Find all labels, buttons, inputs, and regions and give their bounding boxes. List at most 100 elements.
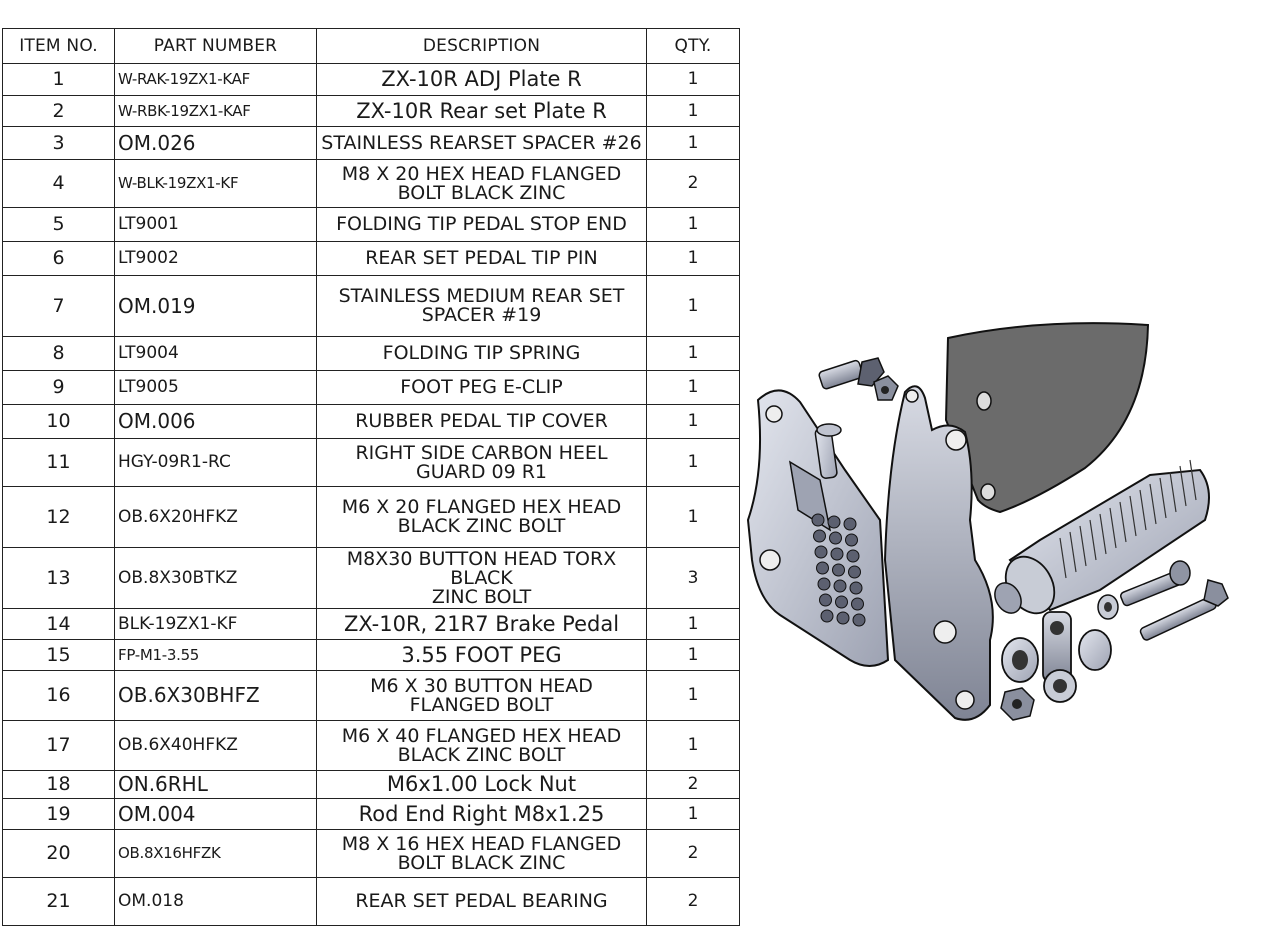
part-number-cell: W-RAK-19ZX1-KAF xyxy=(114,63,317,96)
header-item-no: ITEM NO. xyxy=(2,28,115,64)
knurl-ridge xyxy=(1079,525,1087,567)
description-line: ZINC BOLT xyxy=(431,585,532,608)
knurl-ridge xyxy=(1189,459,1197,501)
adjuster-bore xyxy=(759,549,781,571)
knurl-ridge xyxy=(1169,471,1177,513)
quantity-cell: 1 xyxy=(646,404,740,439)
part-number-cell: OB.8X16HFZK xyxy=(114,829,317,878)
description-line: BLACK ZINC BOLT xyxy=(397,515,566,537)
adjuster-hole xyxy=(836,611,850,625)
description-line: RIGHT SIDE CARBON HEEL xyxy=(355,441,608,464)
quantity-cell: 1 xyxy=(646,670,740,721)
table-header-row: ITEM NO. PART NUMBER DESCRIPTION QTY. xyxy=(2,28,740,64)
part-number-cell: W-BLK-19ZX1-KF xyxy=(114,159,317,208)
quantity-cell: 1 xyxy=(646,486,740,548)
item-number-cell: 10 xyxy=(2,404,115,439)
foot-peg-part xyxy=(994,459,1210,615)
description-line: M8X30 BUTTON HEAD TORX BLACK xyxy=(346,547,617,589)
knurl-ridge xyxy=(1179,465,1187,507)
item-number-cell: 13 xyxy=(2,547,115,609)
rearset-plate-part xyxy=(883,385,994,721)
description-line: FLANGED BOLT xyxy=(409,693,554,716)
knurl-ridge xyxy=(1129,495,1137,537)
flanged-bolt-top xyxy=(818,357,899,401)
adjuster-hole xyxy=(835,595,848,609)
quantity-cell: 1 xyxy=(646,370,740,405)
quantity-cell: 1 xyxy=(646,639,740,671)
part-number-cell: OB.6X30BHFZ xyxy=(114,670,317,721)
description-line: STAINLESS MEDIUM REAR SET xyxy=(338,285,625,307)
item-number-cell: 8 xyxy=(2,336,115,371)
adjuster-hole xyxy=(845,533,858,547)
part-number-cell: W-RBK-19ZX1-KAF xyxy=(114,95,317,127)
description-cell: REAR SET PEDAL BEARING xyxy=(316,877,647,926)
knurl-ridge xyxy=(1059,537,1067,579)
item-number-cell: 3 xyxy=(2,126,115,160)
quantity-cell: 2 xyxy=(646,159,740,208)
part-number-cell: BLK-19ZX1-KF xyxy=(114,608,317,640)
item-number-cell: 9 xyxy=(2,370,115,405)
plate-bore xyxy=(905,389,919,403)
adjuster-hole xyxy=(817,577,831,591)
rearset-exploded-assembly-drawing xyxy=(746,322,1229,721)
description-cell: FOLDING TIP PEDAL STOP END xyxy=(316,207,647,242)
quantity-cell: 1 xyxy=(646,241,740,276)
adjuster-hole xyxy=(811,513,825,527)
knurl-ridge xyxy=(1099,513,1107,555)
adjuster-hole xyxy=(852,613,866,627)
adjuster-hole xyxy=(848,565,861,579)
quantity-cell: 1 xyxy=(646,207,740,242)
part-number-cell: ON.6RHL xyxy=(114,770,317,799)
description-line: M8 X 16 HEX HEAD FLANGED xyxy=(341,832,622,855)
item-number-cell: 5 xyxy=(2,207,115,242)
description-line: BOLT BLACK ZINC xyxy=(397,181,566,204)
item-number-cell: 16 xyxy=(2,670,115,721)
part-number-cell: OB.6X20HFKZ xyxy=(114,486,317,548)
description-cell: 3.55 FOOT PEG xyxy=(316,639,647,671)
adjuster-hole xyxy=(851,597,864,611)
part-number-cell: HGY-09R1-RC xyxy=(114,438,317,487)
quantity-cell: 1 xyxy=(646,95,740,127)
description-line: SPACER #19 xyxy=(421,304,542,326)
description-cell: ZX-10R Rear set Plate R xyxy=(316,95,647,127)
item-number-cell: 11 xyxy=(2,438,115,487)
adjuster-hole xyxy=(814,545,828,559)
part-number-cell: LT9002 xyxy=(114,241,317,276)
description-cell: FOOT PEG E-CLIP xyxy=(316,370,647,405)
knurl-ridge xyxy=(1159,477,1167,519)
adjuster-hole xyxy=(813,529,826,543)
item-number-cell: 18 xyxy=(2,770,115,799)
part-number-cell: OM.018 xyxy=(114,877,317,926)
item-number-cell: 7 xyxy=(2,275,115,337)
part-number-cell: OM.019 xyxy=(114,275,317,337)
pedal-bearing-part xyxy=(1001,629,1112,683)
description-cell: REAR SET PEDAL TIP PIN xyxy=(316,241,647,276)
description-line: M6 X 30 BUTTON HEAD xyxy=(370,674,593,697)
part-number-cell: OB.6X40HFKZ xyxy=(114,720,317,771)
adjuster-hole xyxy=(830,547,844,561)
item-number-cell: 15 xyxy=(2,639,115,671)
knurl-ridge xyxy=(1089,519,1097,561)
description-line: BLACK ZINC BOLT xyxy=(397,743,566,766)
item-number-cell: 4 xyxy=(2,159,115,208)
description-cell: FOLDING TIP SPRING xyxy=(316,336,647,371)
quantity-cell: 1 xyxy=(646,608,740,640)
header-qty: QTY. xyxy=(646,28,740,64)
adjuster-hole-grid xyxy=(811,513,866,627)
quantity-cell: 3 xyxy=(646,547,740,609)
quantity-cell: 2 xyxy=(646,770,740,799)
adjuster-hole xyxy=(820,609,834,623)
